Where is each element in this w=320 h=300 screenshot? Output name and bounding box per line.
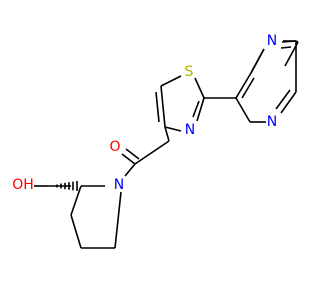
pyrazine-nitrogen-top-label: N <box>267 33 277 49</box>
bond-c2-c3 <box>70 185 82 216</box>
bond-th-n-c4 <box>164 126 182 132</box>
pyrazine-nitrogen-bottom-label: N <box>267 114 277 130</box>
thiazole-nitrogen-label: N <box>185 122 195 138</box>
bond-c3-c4 <box>70 214 82 249</box>
thiazole-sulfur-label: S <box>185 64 194 80</box>
atom-label-layer: OH O N N S N N <box>12 33 277 193</box>
bond-pz-top <box>281 40 297 43</box>
bond-pz-top-inner <box>280 46 292 49</box>
bond-pz-c2-c3 <box>235 72 252 99</box>
bond-pz-topleft <box>250 48 265 74</box>
bond-th-s-c2 <box>194 77 205 99</box>
stereo-hash-wedge <box>56 181 78 191</box>
bond-th-c5-s <box>160 75 182 87</box>
bond-ch2-thiazole <box>164 126 170 142</box>
bond-th-c4-c5 <box>160 85 166 128</box>
molecule-structure-diagram: OH O N N S N N <box>12 33 299 249</box>
bond-n-carbonyl <box>124 163 136 177</box>
bond-th-c4-c5-inner <box>155 91 160 123</box>
bond-pz-n1-c2 <box>235 97 251 123</box>
bond-carbonyl-o-1 <box>121 153 136 165</box>
bond-layer <box>34 40 299 249</box>
bond-pz-c2-c3-inner <box>241 77 255 99</box>
bond-pz-lower-right-inner <box>275 89 291 110</box>
bond-pz-lower-right <box>280 91 297 114</box>
structure-svg: OH O N N S N N <box>12 33 299 249</box>
bond-th-c2-n-inner <box>192 100 200 118</box>
carbonyl-oxygen-label: O <box>109 139 120 155</box>
hydroxyl-label: OH <box>12 177 34 193</box>
pyrrolidine-nitrogen-label: N <box>114 177 124 193</box>
bond-c5-n <box>114 191 122 249</box>
bond-carbonyl-ch2 <box>134 140 170 165</box>
bond-th-c2-n <box>196 97 205 122</box>
bond-carbonyl-o-2 <box>125 148 140 160</box>
